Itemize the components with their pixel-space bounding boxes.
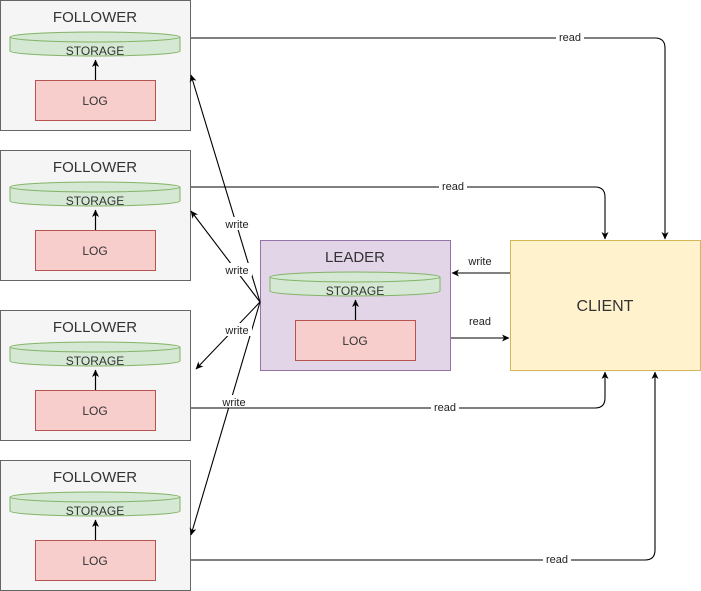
leader-node: LEADER STORAGE LOG bbox=[260, 240, 451, 371]
storage-label: STORAGE bbox=[326, 284, 384, 298]
leader-write-arrows bbox=[189, 74, 261, 536]
log-box bbox=[35, 390, 156, 431]
client-box bbox=[510, 240, 701, 371]
read-edge-label: read bbox=[469, 316, 491, 328]
log-box bbox=[35, 80, 156, 121]
label-bg bbox=[543, 553, 571, 566]
follower-node-2: FOLLOWER STORAGE LOG bbox=[0, 150, 191, 281]
log-label: LOG bbox=[82, 554, 107, 568]
storage-label: STORAGE bbox=[66, 354, 124, 368]
label-bg bbox=[222, 323, 252, 336]
storage-cylinder: STORAGE bbox=[9, 31, 181, 58]
storage-label: STORAGE bbox=[66, 194, 124, 208]
log-box bbox=[35, 540, 156, 581]
read-arrow-follower-3 bbox=[191, 371, 609, 409]
storage-cylinder: STORAGE bbox=[9, 341, 181, 368]
log-label: LOG bbox=[82, 244, 107, 258]
label-bg bbox=[439, 180, 467, 193]
storage-cylinder: STORAGE bbox=[9, 491, 181, 518]
read-arrow-follower-4 bbox=[191, 371, 659, 561]
log-label: LOG bbox=[82, 404, 107, 418]
storage-cylinder: STORAGE bbox=[269, 271, 441, 298]
write-edge-label: write bbox=[224, 325, 248, 337]
follower-node-4: FOLLOWER STORAGE LOG bbox=[0, 460, 191, 591]
write-arrow-follower-2 bbox=[190, 210, 261, 303]
client-label: CLIENT bbox=[577, 298, 634, 315]
write-edge-label: write bbox=[224, 265, 248, 277]
storage-label: STORAGE bbox=[66, 504, 124, 518]
label-bg bbox=[222, 217, 252, 230]
read-edge-label: read bbox=[434, 402, 456, 414]
write-edge-label: write bbox=[224, 219, 248, 231]
write-edge-label: write bbox=[467, 256, 491, 268]
label-bg bbox=[556, 31, 584, 44]
label-bg bbox=[219, 395, 249, 408]
follower-node-3: FOLLOWER STORAGE LOG bbox=[0, 310, 191, 441]
log-box bbox=[35, 230, 156, 271]
log-label: LOG bbox=[342, 334, 367, 348]
write-edge-label: write bbox=[221, 397, 245, 409]
follower-title: FOLLOWER bbox=[53, 469, 137, 486]
follower-node-1: FOLLOWER STORAGE LOG bbox=[0, 0, 191, 131]
label-bg bbox=[222, 263, 252, 276]
read-arrow-follower-2 bbox=[191, 186, 609, 240]
read-edge-label: read bbox=[559, 32, 581, 44]
follower-title: FOLLOWER bbox=[53, 9, 137, 26]
follower-title: FOLLOWER bbox=[53, 319, 137, 336]
log-box bbox=[295, 320, 416, 361]
label-bg bbox=[431, 401, 459, 414]
log-label: LOG bbox=[82, 94, 107, 108]
read-edge-label: read bbox=[546, 554, 568, 566]
write-arrow-follower-4 bbox=[189, 301, 261, 536]
read-edge-label: read bbox=[442, 181, 464, 193]
leader-title: LEADER bbox=[325, 249, 385, 266]
storage-label: STORAGE bbox=[66, 44, 124, 58]
storage-cylinder: STORAGE bbox=[9, 181, 181, 208]
client-node: CLIENT bbox=[510, 240, 701, 371]
follower-title: FOLLOWER bbox=[53, 159, 137, 176]
read-arrow-follower-1 bbox=[191, 37, 669, 240]
